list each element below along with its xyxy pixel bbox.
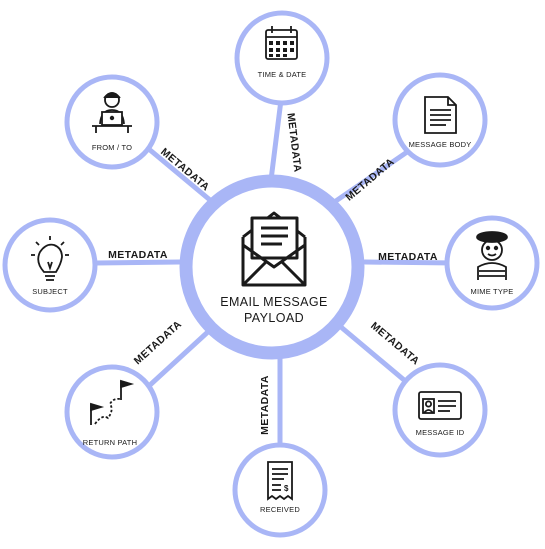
node-label-return-path: RETURN PATH xyxy=(83,438,137,447)
node-message-body: MESSAGE BODY xyxy=(392,72,488,168)
person-laptop-icon xyxy=(92,92,132,133)
node-received: $ RECEIVED xyxy=(232,442,328,538)
node-mime-type: MIME TYPE xyxy=(444,215,540,311)
flags-path-icon xyxy=(90,379,135,425)
node-label-message-body: MESSAGE BODY xyxy=(409,140,472,149)
connector-fromto xyxy=(147,147,213,203)
metadata-label-subject: METADATA xyxy=(108,249,168,261)
node-return-path: RETURN PATH xyxy=(64,364,160,460)
connectors xyxy=(92,97,458,453)
connector-subject xyxy=(92,259,183,266)
center-title-line2: PAYLOAD xyxy=(244,311,304,325)
metadata-label-msgid: METADATA xyxy=(368,320,422,368)
envelope-icon xyxy=(241,211,307,287)
metadata-label-body: METADATA xyxy=(343,156,397,204)
node-label-time-date: TIME & DATE xyxy=(258,70,307,79)
node-label-message-id: MESSAGE ID xyxy=(416,428,465,437)
connector-mime xyxy=(362,259,458,266)
center-title-line1: EMAIL MESSAGE xyxy=(220,295,328,309)
node-subject: SUBJECT xyxy=(2,217,98,313)
calendar-icon xyxy=(265,26,298,60)
svg-text:$: $ xyxy=(284,484,289,493)
node-label-mime-type: MIME TYPE xyxy=(471,287,514,296)
connector-time xyxy=(268,97,284,183)
node-label-from-to: FROM / TO xyxy=(92,143,132,152)
mime-icon xyxy=(476,231,508,280)
metadata-label-received: METADATA xyxy=(259,375,271,435)
node-from-to: FROM / TO xyxy=(64,74,160,170)
receipt-icon: $ xyxy=(267,461,293,501)
node-time-date: TIME & DATE xyxy=(234,10,330,106)
node-label-subject: SUBJECT xyxy=(32,287,68,296)
connector-body xyxy=(327,147,413,208)
metadata-label-time: METADATA xyxy=(284,112,303,173)
center-hub: EMAIL MESSAGE PAYLOAD xyxy=(179,174,365,360)
lightbulb-icon xyxy=(31,236,69,281)
id-card-icon xyxy=(418,391,462,420)
connector-return xyxy=(147,327,213,388)
metadata-label-fromto: METADATA xyxy=(158,146,212,194)
connector-msgid xyxy=(332,319,413,388)
document-icon xyxy=(424,96,457,134)
node-message-id: MESSAGE ID xyxy=(392,362,488,458)
metadata-label-mime: METADATA xyxy=(378,251,438,263)
node-label-received: RECEIVED xyxy=(260,505,300,514)
